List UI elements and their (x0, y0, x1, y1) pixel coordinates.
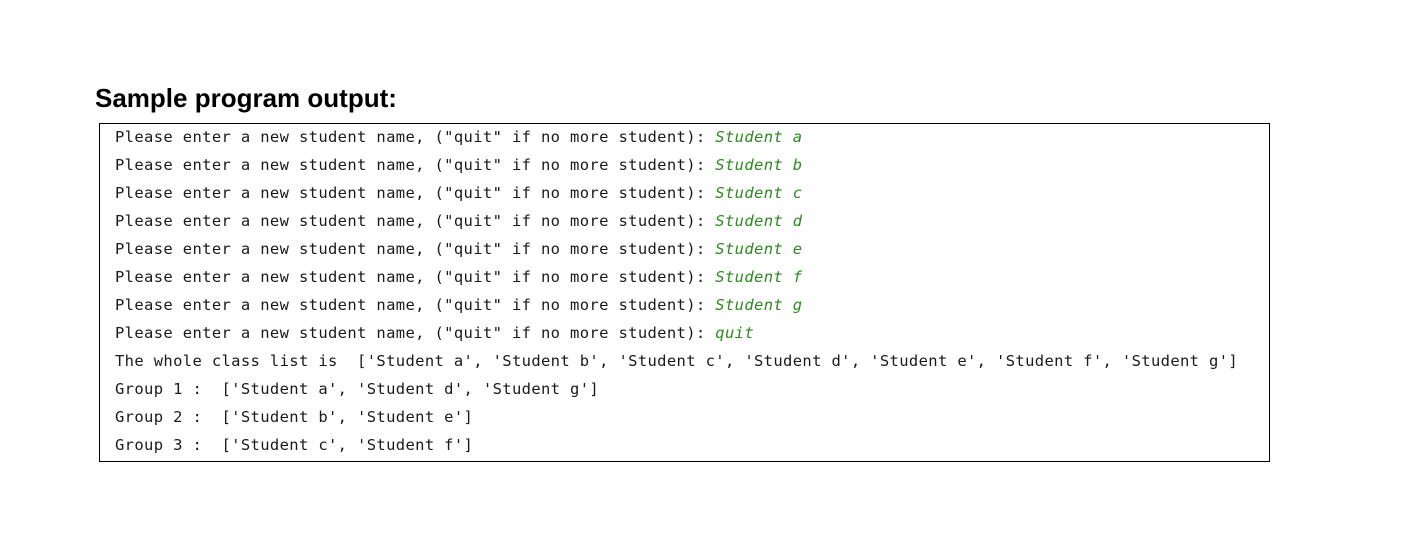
prompt-text: Please enter a new student name, ("quit"… (115, 156, 716, 174)
class-list-output-line: The whole class list is ['Student a', 'S… (115, 352, 1239, 370)
group-output-line: Group 1 : ['Student a', 'Student d', 'St… (115, 380, 600, 398)
prompt-text: Please enter a new student name, ("quit"… (115, 296, 716, 314)
console-prompt-line: Please enter a new student name, ("quit"… (115, 124, 1238, 151)
console-lines: Please enter a new student name, ("quit"… (115, 124, 1239, 459)
console-prompt-line: Please enter a new student name, ("quit"… (115, 263, 1238, 291)
prompt-text: Please enter a new student name, ("quit"… (115, 240, 716, 258)
console-prompt-line: Please enter a new student name, ("quit"… (115, 207, 1238, 235)
user-input-text: Student a (715, 128, 803, 146)
prompt-text: Please enter a new student name, ("quit"… (115, 268, 716, 286)
section-heading: Sample program output: (95, 83, 397, 113)
user-input-text: Student f (715, 268, 803, 286)
group-output-line: Group 2 : ['Student b', 'Student e'] (115, 408, 474, 426)
prompt-text: Please enter a new student name, ("quit"… (115, 212, 716, 230)
console-prompt-line: Please enter a new student name, ("quit"… (115, 235, 1238, 263)
prompt-text: Please enter a new student name, ("quit"… (115, 324, 716, 342)
user-input-text: Student b (715, 156, 803, 174)
user-input-text: Student g (715, 296, 803, 314)
console-prompt-line: Please enter a new student name, ("quit"… (115, 319, 1238, 347)
prompt-text: Please enter a new student name, ("quit"… (115, 128, 716, 146)
console-prompt-line: Please enter a new student name, ("quit"… (115, 179, 1238, 207)
user-input-text: Student c (715, 184, 803, 202)
console-output-box: Please enter a new student name, ("quit"… (99, 123, 1270, 462)
prompt-text: Please enter a new student name, ("quit"… (115, 184, 716, 202)
group-output-line: Group 3 : ['Student c', 'Student f'] (115, 436, 474, 454)
console-prompt-line: Please enter a new student name, ("quit"… (115, 291, 1238, 319)
console-prompt-line: Please enter a new student name, ("quit"… (115, 151, 1238, 179)
user-input-text: Student e (715, 240, 803, 258)
user-input-text: Student d (715, 212, 803, 230)
user-input-text: quit (715, 324, 755, 342)
